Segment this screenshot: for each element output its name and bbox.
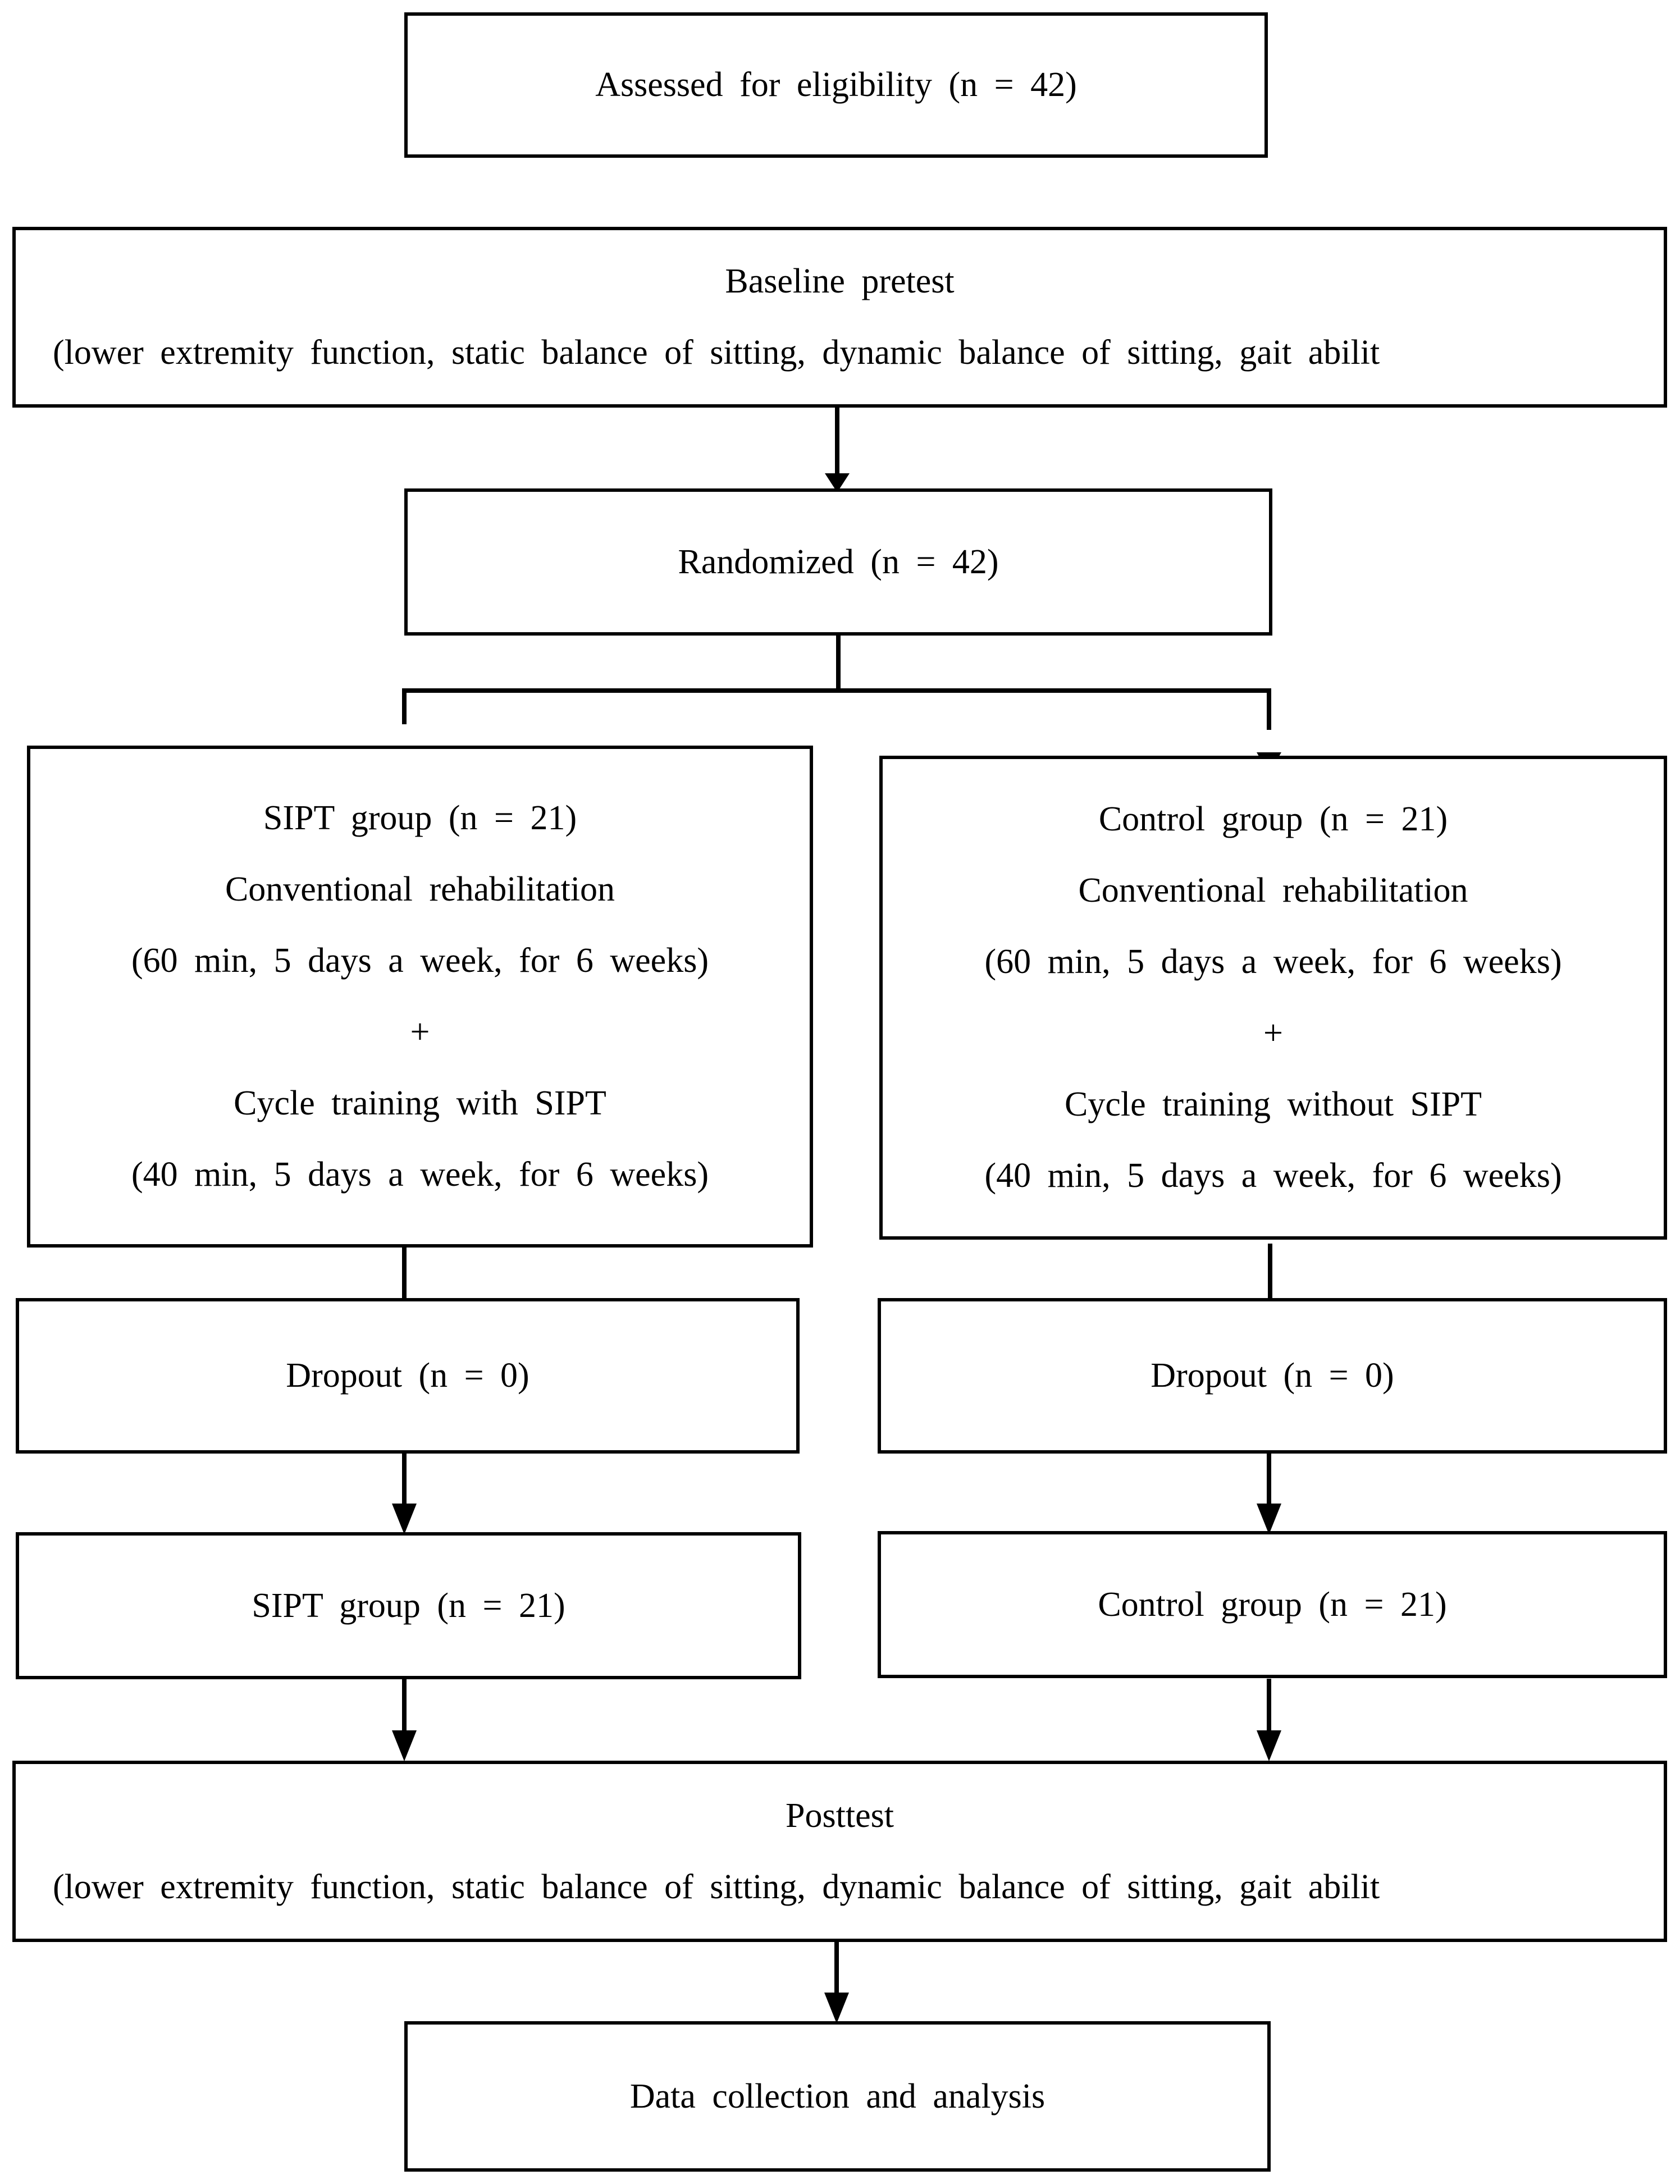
arrowhead xyxy=(1257,1730,1281,1761)
posttest-box: Posttest (lower extremity function, stat… xyxy=(12,1761,1667,1942)
control-line-6: (40 min, 5 days a week, for 6 weeks) xyxy=(984,1157,1562,1195)
posttest-title: Posttest xyxy=(786,1796,894,1835)
dropout-left-text: Dropout (n = 0) xyxy=(286,1356,529,1395)
control-line-4: + xyxy=(1263,1014,1283,1052)
arrowhead xyxy=(824,1993,849,2023)
sipt-line-1: SIPT group (n = 21) xyxy=(263,799,577,837)
dropout-right-box: Dropout (n = 0) xyxy=(878,1298,1667,1454)
control-line-1: Control group (n = 21) xyxy=(1098,800,1448,838)
sipt-line-5: Cycle training with SIPT xyxy=(234,1084,606,1122)
sipt-line-6: (40 min, 5 days a week, for 6 weeks) xyxy=(131,1155,709,1194)
sipt-final-text: SIPT group (n = 21) xyxy=(252,1586,565,1625)
dropout-left-box: Dropout (n = 0) xyxy=(16,1298,800,1454)
baseline-detail: (lower extremity function, static balanc… xyxy=(53,333,1380,372)
control-line-5: Cycle training without SIPT xyxy=(1065,1085,1482,1123)
control-group-box: Control group (n = 21) Conventional reha… xyxy=(879,756,1667,1240)
sipt-final-box: SIPT group (n = 21) xyxy=(16,1532,801,1679)
arrowhead xyxy=(392,1504,417,1534)
dropout-right-text: Dropout (n = 0) xyxy=(1151,1356,1394,1395)
baseline-title: Baseline pretest xyxy=(725,262,955,300)
eligibility-box: Assessed for eligibility (n = 42) xyxy=(404,12,1268,158)
sipt-line-4: + xyxy=(410,1013,430,1051)
control-line-3: (60 min, 5 days a week, for 6 weeks) xyxy=(984,943,1562,981)
baseline-pretest-box: Baseline pretest (lower extremity functi… xyxy=(12,227,1667,408)
control-line-2: Conventional rehabilitation xyxy=(1078,871,1468,910)
randomized-text: Randomized (n = 42) xyxy=(678,542,999,581)
analysis-text: Data collection and analysis xyxy=(629,2077,1046,2116)
sipt-group-box: SIPT group (n = 21) Conventional rehabil… xyxy=(27,746,813,1248)
randomized-box: Randomized (n = 42) xyxy=(404,488,1272,636)
arrowhead xyxy=(825,473,850,492)
analysis-box: Data collection and analysis xyxy=(404,2021,1271,2172)
sipt-line-2: Conventional rehabilitation xyxy=(225,870,615,908)
arrowhead xyxy=(1257,1504,1281,1534)
arrowhead xyxy=(392,1730,417,1761)
sipt-line-3: (60 min, 5 days a week, for 6 weeks) xyxy=(131,942,709,980)
control-final-text: Control group (n = 21) xyxy=(1098,1585,1447,1624)
control-final-box: Control group (n = 21) xyxy=(878,1531,1667,1678)
eligibility-text: Assessed for eligibility (n = 42) xyxy=(595,66,1077,104)
posttest-detail: (lower extremity function, static balanc… xyxy=(53,1867,1380,1906)
